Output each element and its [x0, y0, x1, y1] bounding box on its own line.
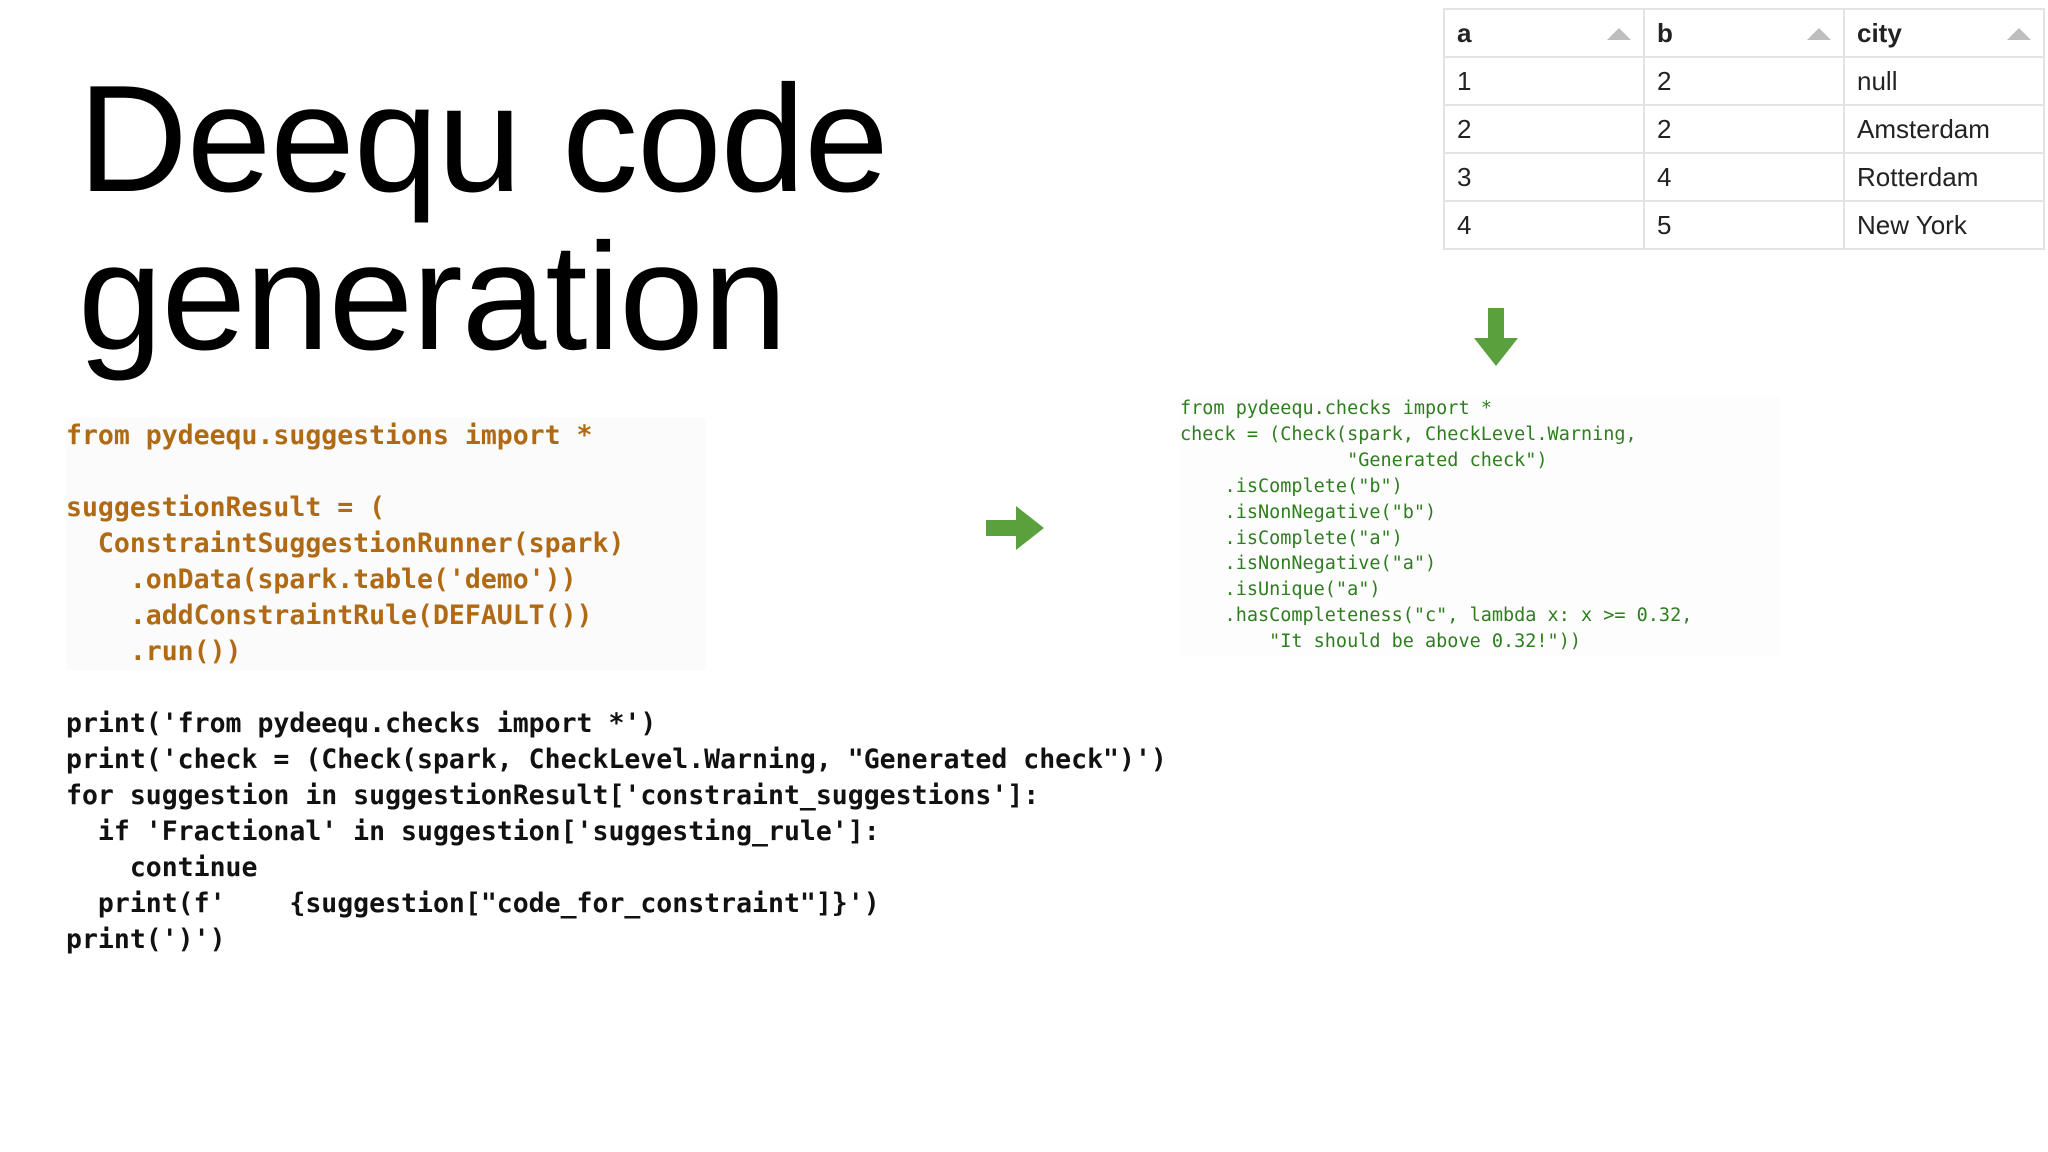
table-cell: 5	[1643, 200, 1845, 250]
code-line: for suggestion in suggestionResult['cons…	[66, 780, 1040, 811]
code-line: from pydeequ.checks import *	[1180, 398, 1492, 419]
print-code-block: print('from pydeequ.checks import *') pri…	[66, 706, 1167, 958]
column-header-label: b	[1657, 17, 1673, 48]
code-line: .addConstraintRule(DEFAULT())	[66, 600, 593, 631]
column-header-city[interactable]: city	[1843, 8, 2045, 58]
column-header-label: a	[1457, 17, 1472, 48]
sort-asc-icon[interactable]	[1607, 28, 1631, 40]
code-line: if 'Fractional' in suggestion['suggestin…	[66, 816, 880, 847]
code-line: check = (Check(spark, CheckLevel.Warning…	[1180, 423, 1637, 445]
table-cell: 1	[1443, 56, 1645, 106]
sort-asc-icon[interactable]	[2007, 28, 2031, 40]
arrow-down-icon	[1474, 308, 1518, 366]
title-line-1: Deequ code	[78, 54, 889, 224]
code-line: print('check = (Check(spark, CheckLevel.…	[66, 744, 1167, 775]
code-line: .isComplete("b")	[1180, 475, 1403, 497]
code-line: .isComplete("a")	[1180, 527, 1403, 549]
code-line: .isNonNegative("a")	[1180, 553, 1437, 575]
column-header-b[interactable]: b	[1643, 8, 1845, 58]
table-row: 4 5 New York	[1443, 200, 2045, 250]
column-header-a[interactable]: a	[1443, 8, 1645, 58]
generated-check-output: from pydeequ.checks import * check = (Che…	[1180, 396, 1780, 656]
title-line-2: generation	[78, 212, 787, 382]
arrow-right-icon	[986, 506, 1044, 550]
table-row: 3 4 Rotterdam	[1443, 152, 2045, 202]
code-line: "Generated check")	[1180, 449, 1548, 471]
table-cell: 3	[1443, 152, 1645, 202]
table-cell: 2	[1643, 56, 1845, 106]
table-cell: 4	[1443, 200, 1645, 250]
code-line: "It should be above 0.32!"))	[1180, 631, 1581, 653]
slide-title: Deequ code generation	[78, 54, 889, 382]
code-line	[66, 454, 706, 490]
table-cell: Amsterdam	[1843, 104, 2045, 154]
table-cell: 4	[1643, 152, 1845, 202]
code-line: suggestionResult = (	[66, 492, 386, 523]
table-row: 1 2 null	[1443, 56, 2045, 106]
code-line: continue	[66, 852, 258, 883]
code-line: .isNonNegative("b")	[1180, 501, 1437, 523]
table-header-row: a b city	[1443, 8, 2045, 58]
code-line: .onData(spark.table('demo'))	[66, 564, 577, 595]
suggestion-code-block: from pydeequ.suggestions import * sugges…	[66, 418, 706, 670]
code-line: ConstraintSuggestionRunner(spark)	[66, 528, 625, 559]
table-cell: null	[1843, 56, 2045, 106]
table-cell: New York	[1843, 200, 2045, 250]
code-line: .run())	[66, 636, 242, 667]
table-cell: 2	[1643, 104, 1845, 154]
code-line: .isUnique("a")	[1180, 579, 1381, 601]
code-line: print(f' {suggestion["code_for_constrain…	[66, 888, 880, 919]
column-header-label: city	[1857, 17, 1902, 48]
sample-data-table: a b city 1 2 null 2 2 Amsterdam 3 4 Rott…	[1443, 8, 2045, 250]
code-line: .hasCompleteness("c", lambda x: x >= 0.3…	[1180, 605, 1693, 627]
table-row: 2 2 Amsterdam	[1443, 104, 2045, 154]
code-line: from pydeequ.suggestions import *	[66, 420, 593, 451]
sort-asc-icon[interactable]	[1807, 28, 1831, 40]
table-cell: 2	[1443, 104, 1645, 154]
code-line: print('from pydeequ.checks import *')	[66, 708, 657, 739]
table-cell: Rotterdam	[1843, 152, 2045, 202]
code-line: print(')')	[66, 924, 226, 955]
